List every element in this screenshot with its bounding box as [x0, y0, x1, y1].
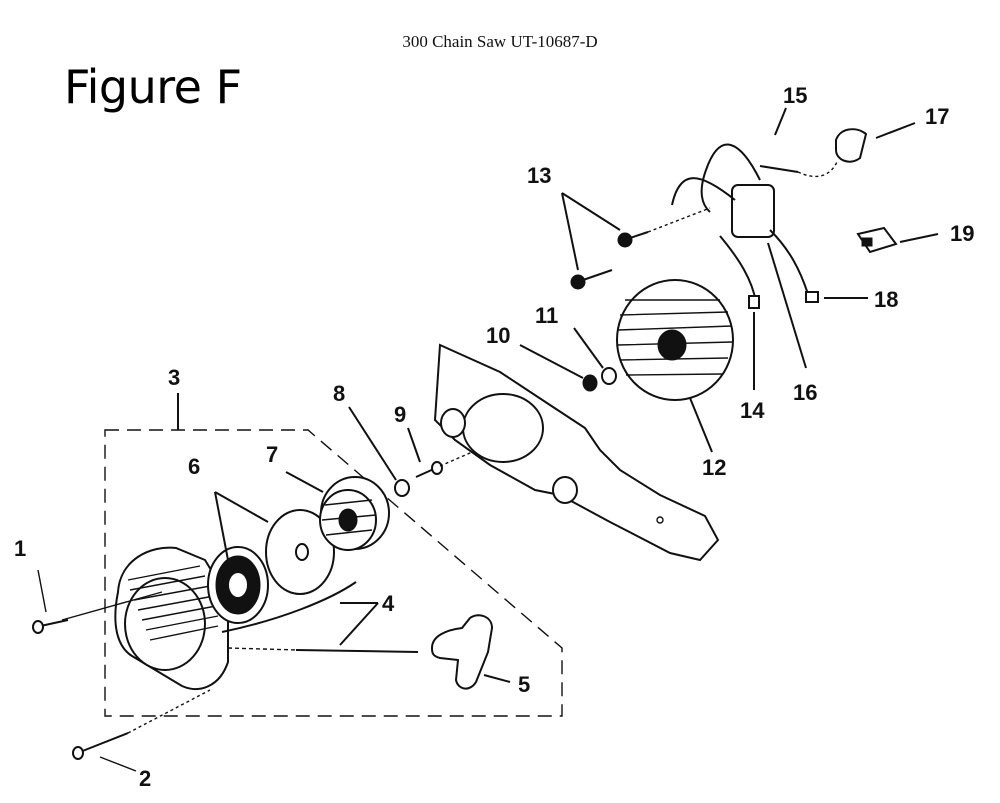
part-nut-10 [519, 344, 598, 392]
page-title: 300 Chain Saw UT-10687-D [402, 32, 598, 51]
part-pulley [207, 546, 269, 624]
callout-8: 8 [333, 381, 345, 406]
part-spring-disc [265, 509, 335, 595]
part-starter-handle [430, 614, 511, 690]
callout-7: 7 [266, 442, 278, 467]
part-switch [856, 226, 939, 254]
part-screw-1 [32, 569, 69, 634]
callout-13: 13 [527, 163, 551, 188]
part-crankcase-cover [433, 343, 720, 562]
part-screw-9 [407, 427, 501, 478]
callout-15: 15 [783, 83, 807, 108]
callout-3: 3 [168, 365, 180, 390]
callout-16: 16 [793, 380, 817, 405]
assembly-boundary [104, 429, 563, 717]
part-rewind-assembly [285, 471, 390, 551]
figure-label: Figure F [64, 60, 242, 114]
callout-18: 18 [874, 287, 898, 312]
part-spark-boot [835, 122, 916, 163]
part-screw-2 [72, 689, 211, 772]
part-ignition-module [671, 143, 839, 309]
callout-5: 5 [518, 672, 530, 697]
part-starter-rope [221, 581, 419, 653]
callout-9: 9 [394, 402, 406, 427]
part-flywheel [616, 279, 734, 453]
part-starter-housing [61, 546, 229, 690]
callout-2: 2 [139, 766, 151, 791]
callout-17: 17 [925, 104, 949, 129]
callout-12: 12 [702, 455, 726, 480]
part-washer-8 [348, 406, 410, 497]
callout-19: 19 [950, 221, 974, 246]
callout-6: 6 [188, 454, 200, 479]
callout-4: 4 [382, 591, 395, 616]
callout-14: 14 [740, 398, 765, 423]
callout-1: 1 [14, 536, 26, 561]
callout-11: 11 [535, 303, 558, 328]
callout-10: 10 [486, 323, 510, 348]
part-screws-13 [561, 192, 711, 290]
part-washer-11 [573, 327, 617, 385]
